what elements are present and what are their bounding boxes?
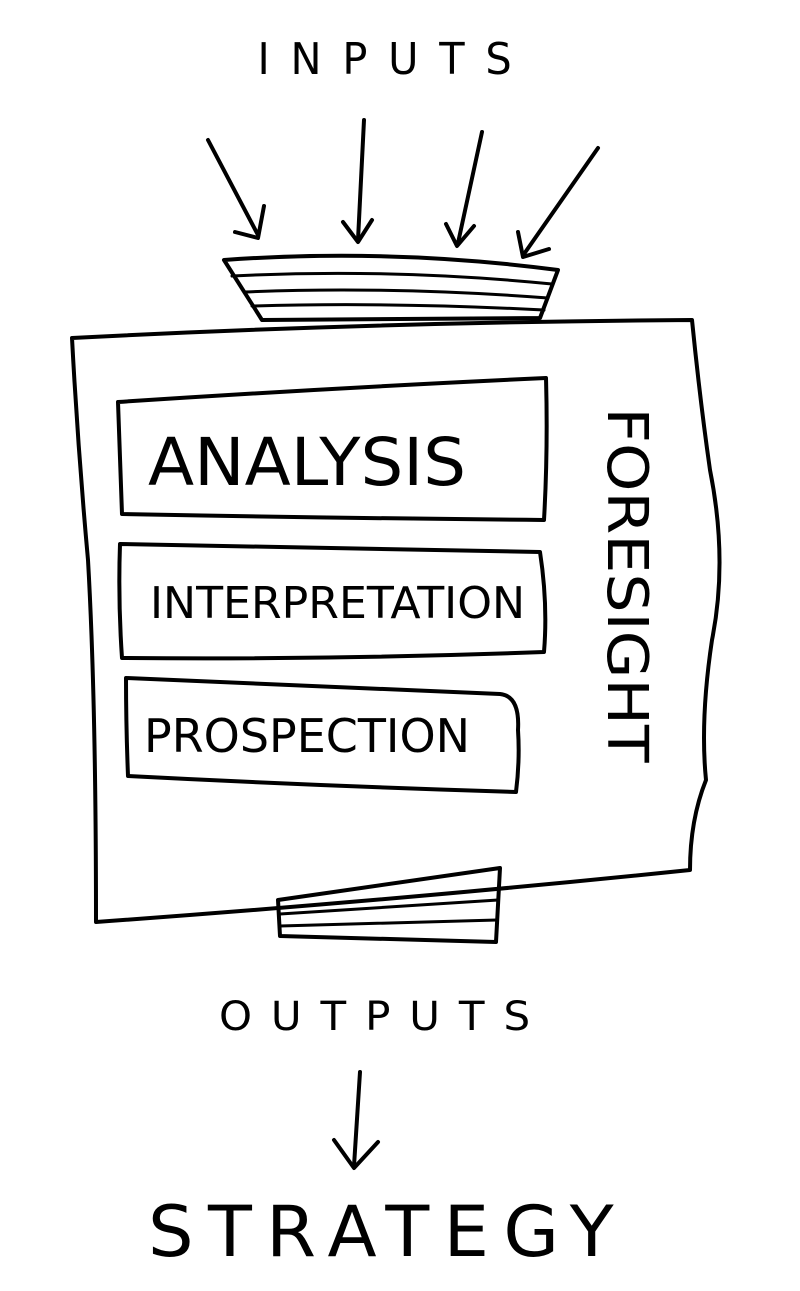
- input-arrow-1: [206, 138, 266, 240]
- input-arrow-4: [516, 146, 600, 259]
- stage-prospection: PROSPECTION: [124, 676, 521, 794]
- strategy-arrow: [332, 1070, 380, 1170]
- input-arrow-3: [444, 130, 484, 248]
- input-arrows: [206, 118, 600, 259]
- stage-interpretation-label: INTERPRETATION: [150, 578, 525, 629]
- inputs-label: INPUTS: [258, 34, 533, 85]
- foresight-label: FORESIGHT: [594, 408, 659, 764]
- stage-prospection-label: PROSPECTION: [144, 709, 470, 763]
- output-stack: [276, 866, 502, 944]
- input-funnel: [222, 253, 560, 322]
- strategy-label: STRATEGY: [148, 1191, 628, 1273]
- stage-analysis-label: ANALYSIS: [148, 424, 466, 501]
- stage-interpretation: INTERPRETATION: [117, 542, 548, 661]
- input-arrow-2: [341, 118, 374, 244]
- outputs-label: OUTPUTS: [219, 994, 549, 1040]
- foresight-panel: [70, 318, 722, 924]
- stage-analysis: ANALYSIS: [116, 376, 549, 522]
